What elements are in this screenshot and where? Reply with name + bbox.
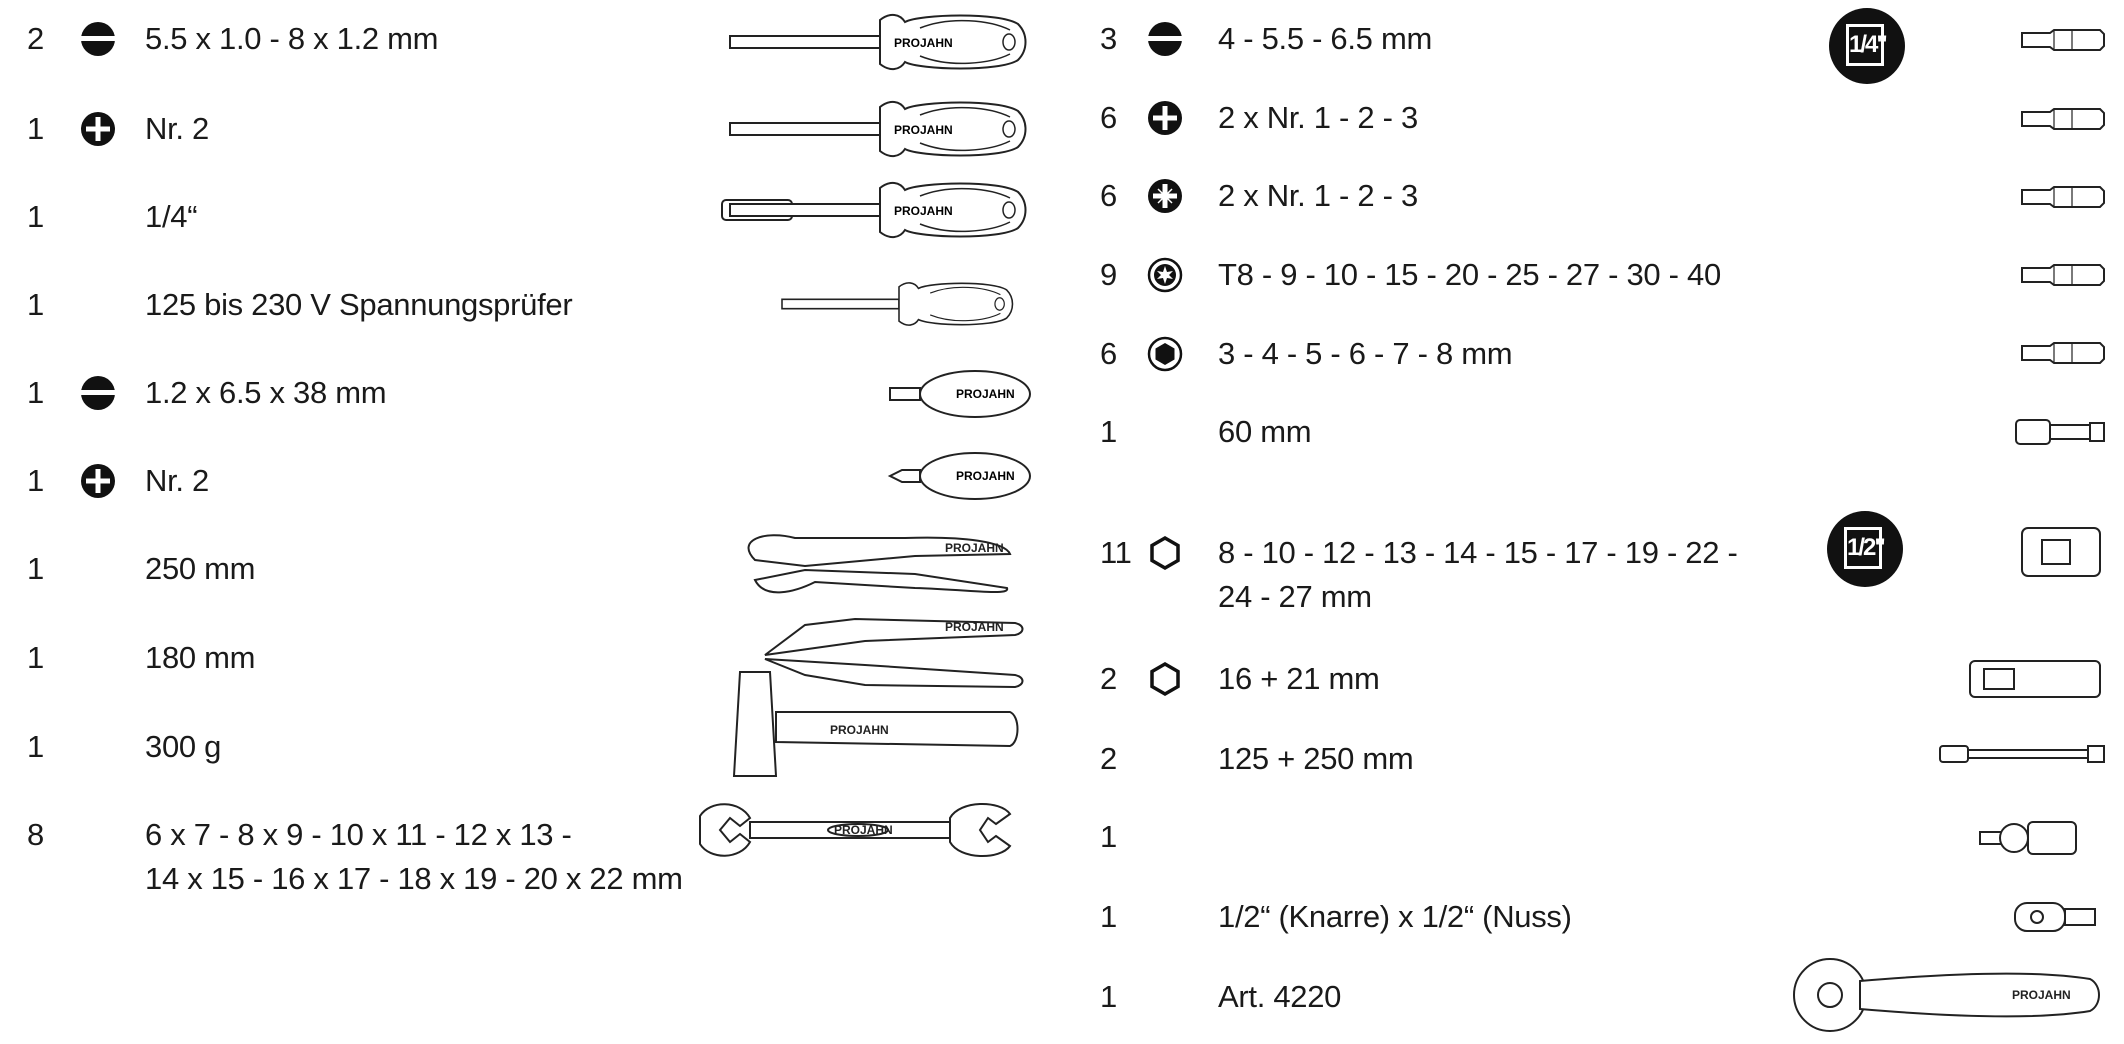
item-description: 125 + 250 mm (1218, 741, 1414, 776)
bit-torx-drawing (2021, 264, 2105, 286)
phillips-icon (1147, 100, 1183, 136)
slotted-icon (80, 375, 116, 411)
item-quantity: 1 (27, 640, 44, 675)
phillips-icon (80, 463, 116, 499)
item-quantity: 1 (27, 199, 44, 234)
item-description: 2 x Nr. 1 - 2 - 3 (1218, 178, 1418, 213)
item-description: 16 + 21 mm (1218, 661, 1380, 696)
item-description: 60 mm (1218, 414, 1312, 449)
item-description: 2 x Nr. 1 - 2 - 3 (1218, 100, 1418, 135)
item-quantity: 6 (1100, 178, 1117, 213)
item-quantity: 1 (27, 111, 44, 146)
item-quantity: 1 (1100, 819, 1117, 854)
ratchet-drawing: PROJAHN (1793, 958, 2100, 1032)
bit-holder-drawing (2015, 419, 2105, 445)
item-quantity: 9 (1100, 257, 1117, 292)
bit-phillips-drawing (2021, 108, 2105, 130)
half-inch-drive-badge: 1/2" (1827, 511, 1903, 587)
item-description: 1/4“ (145, 199, 198, 234)
item-quantity: 1 (1100, 414, 1117, 449)
item-description: Nr. 2 (145, 111, 209, 146)
stubby-slotted-drawing: PROJAHN (889, 370, 1031, 418)
hex-icon (1147, 336, 1183, 372)
item-quantity: 6 (1100, 336, 1117, 371)
svg-text:PROJAHN: PROJAHN (2012, 988, 2071, 1002)
item-description: 1.2 x 6.5 x 38 mm (145, 375, 387, 410)
item-quantity: 1 (27, 375, 44, 410)
slotted-icon (1147, 21, 1183, 57)
item-description: 125 bis 230 V Spannungsprüfer (145, 287, 573, 322)
item-description: 1/2“ (Knarre) x 1/2“ (Nuss) (1218, 899, 1572, 934)
item-description: Art. 4220 (1218, 979, 1342, 1014)
hexagon-socket-icon (1147, 535, 1183, 571)
svg-text:PROJAHN: PROJAHN (834, 823, 893, 837)
item-quantity: 1 (27, 551, 44, 586)
slotted-icon (80, 21, 116, 57)
item-description: 6 x 7 - 8 x 9 - 10 x 11 - 12 x 13 - (145, 817, 572, 852)
item-quantity: 6 (1100, 100, 1117, 135)
item-description-line2: 14 x 15 - 16 x 17 - 18 x 19 - 20 x 22 mm (145, 861, 683, 896)
item-quantity: 1 (1100, 899, 1117, 934)
item-description: 5.5 x 1.0 - 8 x 1.2 mm (145, 21, 439, 56)
combination-pliers-drawing: PROJAHN (764, 617, 1024, 689)
item-quantity: 8 (27, 817, 44, 852)
svg-text:PROJAHN: PROJAHN (894, 204, 953, 218)
phillips-icon (80, 111, 116, 147)
socket-drawing (2021, 527, 2101, 577)
item-quantity: 1 (27, 463, 44, 498)
item-description: 250 mm (145, 551, 256, 586)
water-pump-pliers-drawing: PROJAHN (747, 534, 1012, 594)
item-quantity: 2 (1100, 741, 1117, 776)
item-quantity: 1 (1100, 979, 1117, 1014)
bit-slotted-drawing (2021, 29, 2105, 51)
extension-bar-drawing (1939, 745, 2105, 763)
item-quantity: 3 (1100, 21, 1117, 56)
bit-hex-drawing (2021, 342, 2105, 364)
universal-joint-drawing (1979, 821, 2077, 855)
item-description-line2: 24 - 27 mm (1218, 579, 1372, 614)
item-description: T8 - 9 - 10 - 15 - 20 - 25 - 27 - 30 - 4… (1218, 257, 1721, 292)
svg-text:PROJAHN: PROJAHN (830, 723, 889, 737)
bit-pozidriv-drawing (2021, 186, 2105, 208)
screwdriver-phillips-drawing: PROJAHN (729, 100, 1027, 158)
svg-text:PROJAHN: PROJAHN (894, 36, 953, 50)
open-end-wrench-drawing: PROJAHN (699, 802, 1012, 858)
item-description: 8 - 10 - 12 - 13 - 14 - 15 - 17 - 19 - 2… (1218, 535, 1738, 570)
deep-socket-drawing (1969, 660, 2101, 698)
hammer-drawing: PROJAHN (732, 671, 1019, 777)
item-description: 3 - 4 - 5 - 6 - 7 - 8 mm (1218, 336, 1513, 371)
item-description: 300 g (145, 729, 222, 764)
item-quantity: 2 (27, 21, 44, 56)
item-quantity: 2 (1100, 661, 1117, 696)
svg-text:PROJAHN: PROJAHN (956, 469, 1015, 483)
quarter-inch-drive-badge: 1/4" (1829, 8, 1905, 84)
item-quantity: 1 (27, 287, 44, 322)
screwdriver-slotted-drawing: PROJAHN (729, 13, 1027, 71)
nut-driver-drawing: PROJAHN (721, 181, 1027, 239)
svg-text:PROJAHN: PROJAHN (956, 387, 1015, 401)
adapter-drawing (2014, 902, 2096, 932)
torx-icon (1147, 257, 1183, 293)
item-description: Nr. 2 (145, 463, 209, 498)
item-quantity: 11 (1100, 535, 1132, 570)
hexagon-socket-icon (1147, 661, 1183, 697)
pozidriv-icon (1147, 178, 1183, 214)
svg-text:PROJAHN: PROJAHN (945, 541, 1004, 555)
stubby-phillips-drawing: PROJAHN (887, 452, 1031, 500)
item-description: 4 - 5.5 - 6.5 mm (1218, 21, 1432, 56)
voltage-tester-drawing (781, 282, 1014, 326)
svg-text:PROJAHN: PROJAHN (945, 620, 1004, 634)
item-quantity: 1 (27, 729, 44, 764)
svg-text:PROJAHN: PROJAHN (894, 123, 953, 137)
item-description: 180 mm (145, 640, 256, 675)
